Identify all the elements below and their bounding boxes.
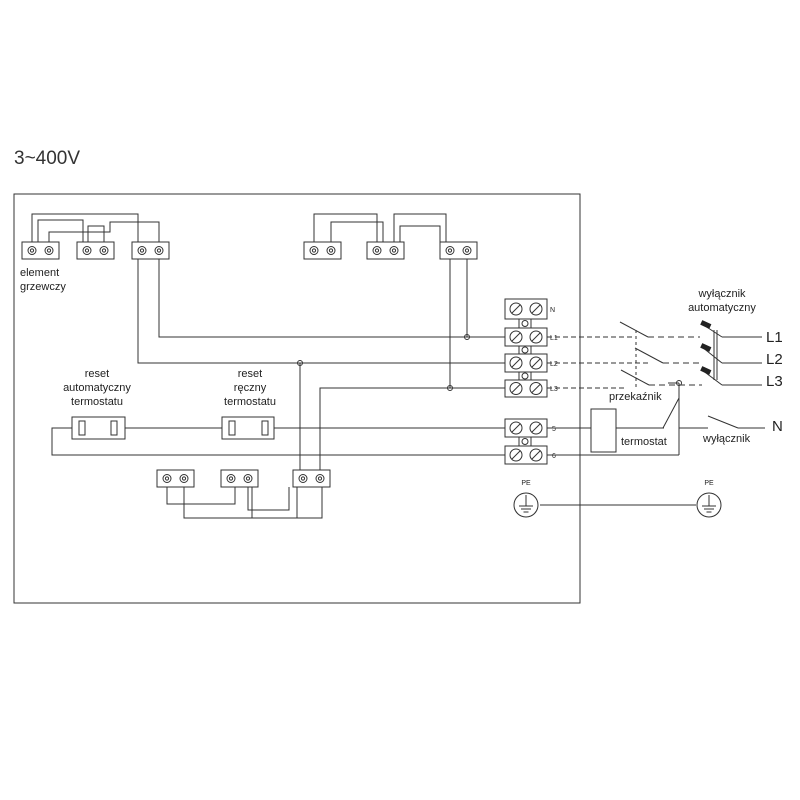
reset-manual-label-line3: termostatu [224, 396, 276, 408]
heating-element-group-left [21, 213, 170, 260]
reset-manual-label-line2: ręczny [234, 382, 267, 394]
relay-label: przekaźnik [609, 391, 662, 403]
heating-element-group-bottom [156, 469, 331, 519]
reset-auto-label-line3: termostatu [71, 396, 123, 408]
terminal-label-6: 6 [552, 453, 556, 460]
terminal-label-l1: L1 [550, 335, 558, 342]
phase-label-l1: L1 [766, 329, 783, 346]
external-wiring [540, 320, 765, 506]
terminal-label-5: 5 [552, 426, 556, 433]
phase-label-l3: L3 [766, 373, 783, 390]
reset-manual-label-line1: reset [238, 368, 262, 380]
terminal-label-n: N [550, 307, 555, 314]
reset-manual-thermostat-box [221, 416, 275, 440]
reset-auto-label-line1: reset [85, 368, 109, 380]
pe-ground-icon-right [696, 492, 722, 518]
reset-auto-thermostat-box [71, 416, 126, 440]
terminal-label-l2: L2 [550, 361, 558, 368]
terminal-block [504, 298, 548, 465]
internal-wiring [51, 259, 505, 472]
page-title: 3~400V [14, 148, 81, 169]
terminal-label-l3: L3 [550, 386, 558, 393]
heating-element-group-right [303, 213, 478, 260]
pe-label-left: PE [521, 480, 531, 487]
pe-label-right: PE [704, 480, 714, 487]
breaker-label-line2: automatyczny [688, 302, 756, 314]
thermostat-label: termostat [621, 436, 667, 448]
switch-label: wyłącznik [702, 433, 751, 445]
breaker-label-line1: wyłącznik [697, 288, 746, 300]
enclosure-box [13, 193, 581, 604]
neutral-label: N [772, 418, 783, 435]
pe-ground-icon-left [513, 492, 539, 518]
reset-auto-label-line2: automatyczny [63, 382, 131, 394]
heating-element-label-line1: element [20, 267, 59, 279]
phase-label-l2: L2 [766, 351, 783, 368]
heating-element-label-line2: grzewczy [20, 281, 66, 293]
